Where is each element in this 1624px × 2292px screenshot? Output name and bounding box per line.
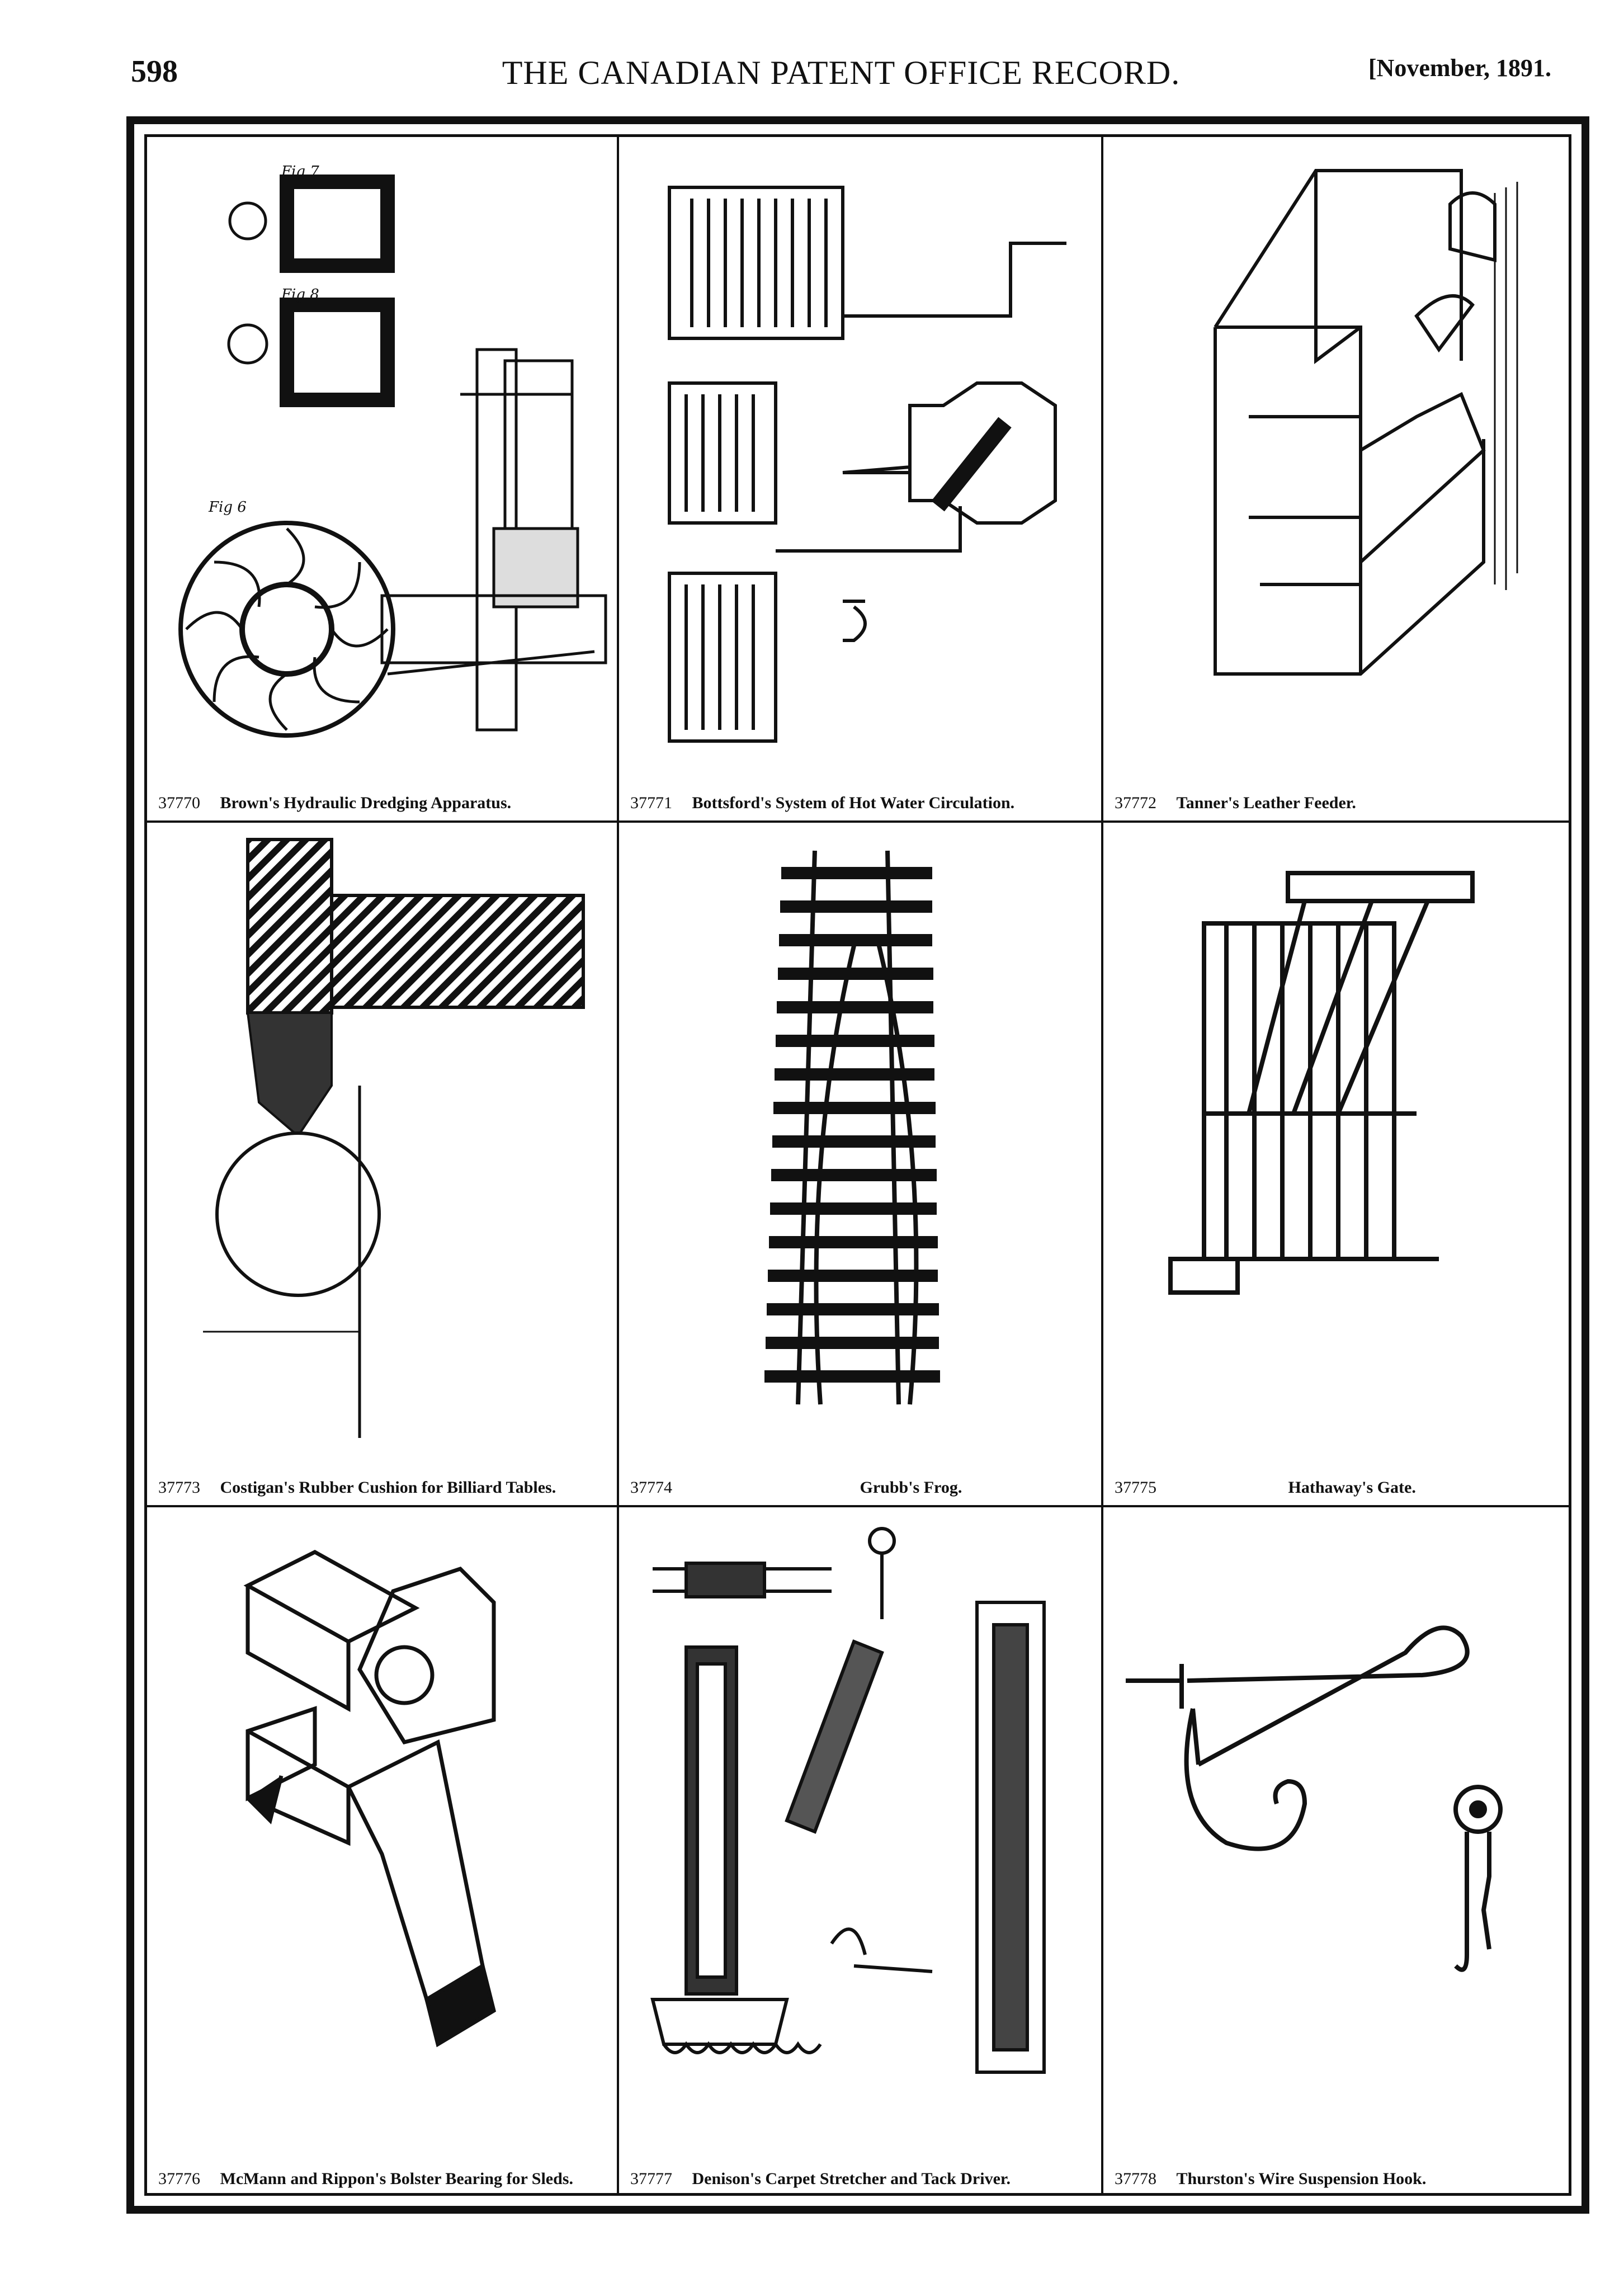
- patent-cell-37778: 37778 Thurston's Wire Suspension Hook.: [1103, 1507, 1574, 2196]
- patent-title: McMann and Rippon's Bolster Bearing for …: [220, 2170, 573, 2188]
- patent-caption: 37771 Bottsford's System of Hot Water Ci…: [630, 794, 1090, 813]
- bolster-bearing-drawing: [243, 1550, 497, 2048]
- patent-number: 37778: [1115, 2170, 1156, 2188]
- patent-caption: 37773 Costigan's Rubber Cushion for Bill…: [158, 1478, 606, 1497]
- column-divider: [1101, 137, 1103, 2193]
- page-number: 598: [131, 54, 178, 89]
- issue-date: [November, 1891.: [1368, 54, 1551, 82]
- svg-text:Fig 6: Fig 6: [208, 499, 247, 516]
- hot-water-system-drawing: [668, 186, 1066, 743]
- patent-title: Grubb's Frog.: [860, 1478, 962, 1497]
- patent-title: Thurston's Wire Suspension Hook.: [1176, 2170, 1427, 2188]
- patent-grid: Fig 7 Fig 8 Fig 6 37770 Brown's Hydrauli…: [144, 134, 1571, 2196]
- patent-cell-37776: 37776 McMann and Rippon's Bolster Bearin…: [147, 1507, 617, 2196]
- dredging-apparatus-drawing: Fig 7 Fig 8 Fig 6: [178, 163, 607, 738]
- patent-number: 37771: [630, 794, 672, 812]
- patent-title: Costigan's Rubber Cushion for Billiard T…: [220, 1478, 556, 1497]
- svg-text:Fig 7: Fig 7: [281, 163, 319, 180]
- leather-feeder-drawing: [1214, 169, 1518, 676]
- patent-caption: 37778 Thurston's Wire Suspension Hook.: [1115, 2170, 1563, 2189]
- patent-cell-37773: 37773 Costigan's Rubber Cushion for Bill…: [147, 823, 617, 1505]
- publication-title: THE CANADIAN PATENT OFFICE RECORD.: [502, 54, 1181, 91]
- patent-number: 37772: [1115, 794, 1156, 812]
- patent-title: Tanner's Leather Feeder.: [1176, 794, 1356, 812]
- patent-caption: 37776 McMann and Rippon's Bolster Bearin…: [158, 2170, 606, 2189]
- patent-cell-37772: 37772 Tanner's Leather Feeder.: [1103, 137, 1574, 820]
- patent-caption: 37772 Tanner's Leather Feeder.: [1115, 794, 1563, 813]
- row-divider: [147, 1505, 1569, 1507]
- patent-number: 37776: [158, 2170, 200, 2188]
- patent-number: 37770: [158, 794, 200, 812]
- row-divider: [147, 820, 1569, 823]
- carpet-stretcher-drawing: [650, 1527, 1046, 2074]
- patent-caption: 37775 Hathaway's Gate.: [1115, 1478, 1563, 1497]
- patent-plate-frame: Fig 7 Fig 8 Fig 6 37770 Brown's Hydrauli…: [126, 116, 1589, 2214]
- patent-title: Hathaway's Gate.: [1288, 1478, 1416, 1497]
- patent-caption: 37774 Grubb's Frog.: [630, 1478, 1090, 1497]
- svg-text:Fig 8: Fig 8: [281, 286, 319, 303]
- page-header: 598 THE CANADIAN PATENT OFFICE RECORD. […: [131, 54, 1551, 104]
- patent-number: 37777: [630, 2170, 672, 2188]
- column-divider: [617, 137, 619, 2193]
- patent-number: 37773: [158, 1478, 200, 1497]
- patent-cell-37771: 37771 Bottsford's System of Hot Water Ci…: [619, 137, 1101, 820]
- suspension-hook-drawing: [1126, 1625, 1503, 1972]
- patent-number: 37774: [630, 1478, 672, 1497]
- patent-cell-37775: 37775 Hathaway's Gate.: [1103, 823, 1574, 1505]
- patent-cell-37774: 37774 Grubb's Frog.: [619, 823, 1101, 1505]
- patent-number: 37775: [1115, 1478, 1156, 1497]
- patent-cell-37777: 37777 Denison's Carpet Stretcher and Tac…: [619, 1507, 1101, 2196]
- gate-drawing: [1168, 871, 1475, 1295]
- patent-caption: 37770 Brown's Hydraulic Dredging Apparat…: [158, 794, 606, 813]
- patent-caption: 37777 Denison's Carpet Stretcher and Tac…: [630, 2170, 1090, 2189]
- patent-title: Brown's Hydraulic Dredging Apparatus.: [220, 794, 512, 812]
- billiard-cushion-drawing: [203, 838, 585, 1438]
- patent-cell-37770: Fig 7 Fig 8 Fig 6 37770 Brown's Hydrauli…: [147, 137, 617, 820]
- patent-title: Bottsford's System of Hot Water Circulat…: [692, 794, 1015, 812]
- railway-frog-drawing: [764, 850, 940, 1405]
- patent-title: Denison's Carpet Stretcher and Tack Driv…: [692, 2170, 1011, 2188]
